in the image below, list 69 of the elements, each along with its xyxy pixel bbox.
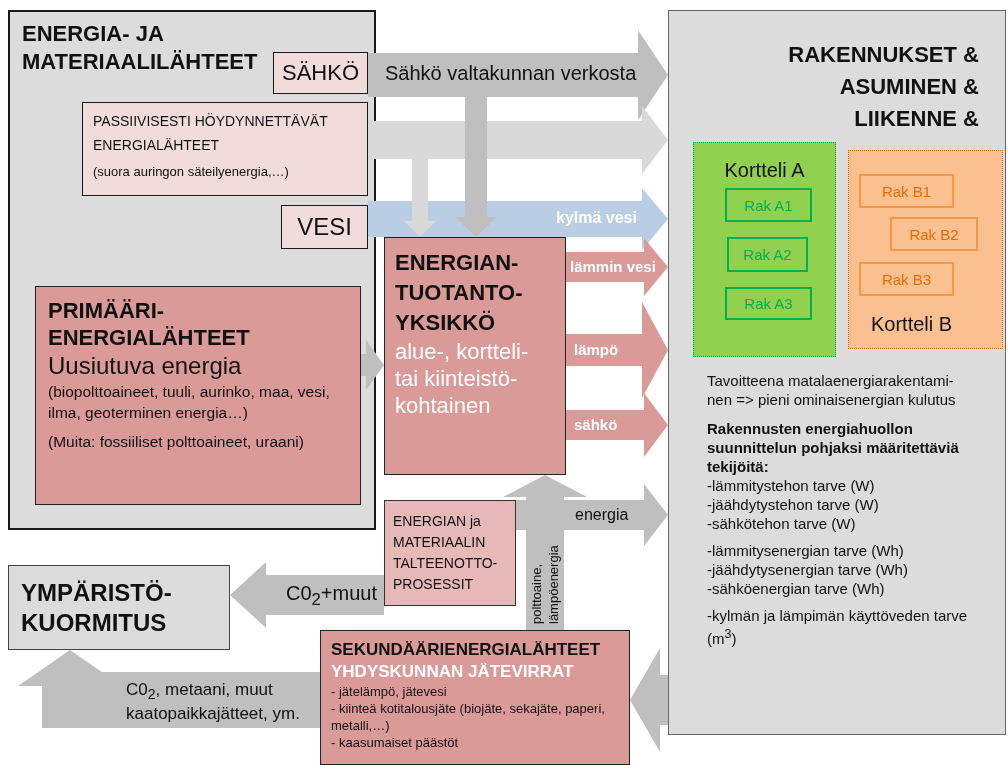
- box-text: - kiinteä kotitalousjäte (biojäte, sekajäte, paperi, metalli,…): [331, 700, 606, 734]
- box-text: - jätelämpö, jätevesi: [331, 683, 448, 700]
- box-title: YMPÄRISTÖ- KUORMITUS: [21, 578, 173, 638]
- box-title: VESI: [297, 213, 352, 241]
- building-box: [727, 237, 808, 272]
- group-box: [8, 10, 376, 530]
- box-text: Rakennusten energiahuollon suunnittelun pohjaksi määritettäviä tekijöitä:: [707, 419, 960, 476]
- box-text: -sähköenergian tarve (Wh): [707, 579, 886, 598]
- box-text: - kaasumaiset päästöt: [331, 734, 460, 751]
- box-text: -jäähdytystehon tarve (W): [707, 495, 880, 514]
- box-text: Uusiutuva energia: [48, 351, 243, 381]
- building-box: [725, 188, 812, 222]
- edge-label: energia: [575, 506, 629, 524]
- source-box: [281, 205, 368, 249]
- box-title: SÄHKÖ: [282, 60, 359, 86]
- source-box: [82, 102, 368, 196]
- box-text: YHDYSKUNNAN JÄTEVIRRAT: [331, 661, 575, 683]
- box-text: -lämmitysenergian tarve (Wh): [707, 541, 905, 560]
- box-title: RAKENNUKSET & ASUMINEN & LIIKENNE &: [787, 41, 979, 133]
- box-text: (suora auringon säteilyenergia,…): [93, 163, 290, 181]
- output-box: [8, 565, 230, 650]
- block-arrow: [230, 562, 384, 628]
- box-title: ENERGIAN ja MATERIAALIN TALTEENOTTO- PROSESSIT: [393, 512, 499, 594]
- box-text: alue-, kortteli- tai kiinteistö- kohtainen: [395, 338, 530, 419]
- process-box: [384, 500, 516, 606]
- box-title: ENERGIA- JA MATERIAALILÄHTEET: [22, 20, 259, 76]
- box-title: Kortteli A: [723, 159, 806, 182]
- block-arrow: [630, 648, 668, 752]
- block-arrow: [361, 340, 384, 390]
- box-title: ENERGIAN- TUOTANTO- YKSIKKÖ: [395, 249, 524, 337]
- box-text: -kylmän ja lämpimän käyttöveden tarve (m$^{3}$): [707, 606, 969, 648]
- block-arrow: [516, 484, 668, 546]
- box-title: SEKUNDÄÄRIENERGIALÄHTEET: [331, 639, 602, 661]
- block-area: [693, 142, 836, 357]
- box-title: PASSIIVISESTI HÖYDYNNETTÄVÄT ENERGIALÄHTEET: [93, 112, 329, 155]
- box-text: -jäähdytysenergian tarve (Wh): [707, 560, 909, 579]
- edge-label: lämpö: [574, 341, 619, 358]
- block-arrow: [503, 475, 587, 630]
- source-box: [35, 286, 361, 505]
- box-title: PRIMÄÄRI- ENERGIALÄHTEET: [48, 297, 251, 351]
- box-title: Rak B3: [881, 270, 932, 288]
- process-box: [384, 237, 566, 475]
- block-arrow: [368, 188, 668, 250]
- box-title: Rak A2: [743, 246, 792, 263]
- block-arrow: [566, 302, 668, 398]
- edge-label: lämmin vesi: [570, 258, 656, 275]
- box-text: -sähkötehon tarve (W): [707, 514, 857, 533]
- box-title: Kortteli B: [871, 313, 953, 336]
- building-box: [890, 217, 978, 251]
- box-title: Rak A3: [744, 295, 793, 312]
- box-text: Tavoitteena matalaenergiarakentami- nen => pieni ominaisenergian kulutus: [707, 371, 957, 409]
- source-box: [273, 52, 368, 94]
- box-text: (Muita: fossiiliset polttoaineet, uraani): [48, 432, 305, 452]
- block-arrow: [566, 393, 668, 457]
- block-arrow: [368, 30, 668, 120]
- box-text: -lämmitystehon tarve (W): [707, 476, 876, 495]
- box-text: (biopolttoaineet, tuuli, aurinko, maa, vesi, ilma, geoterminen energia…): [48, 382, 331, 423]
- box-title: Rak B1: [881, 182, 932, 200]
- source-box: [320, 630, 630, 765]
- building-box: [859, 174, 954, 208]
- box-title: Rak B2: [909, 225, 959, 243]
- block-arrow: [18, 650, 320, 728]
- edge-label: sähkö: [574, 416, 618, 433]
- group-box: [668, 10, 1006, 735]
- box-title: Rak A1: [744, 196, 793, 214]
- building-box: [859, 262, 954, 296]
- block-area: [848, 150, 1003, 349]
- building-box: [725, 287, 812, 320]
- edge-label: kylmä vesi: [556, 209, 637, 227]
